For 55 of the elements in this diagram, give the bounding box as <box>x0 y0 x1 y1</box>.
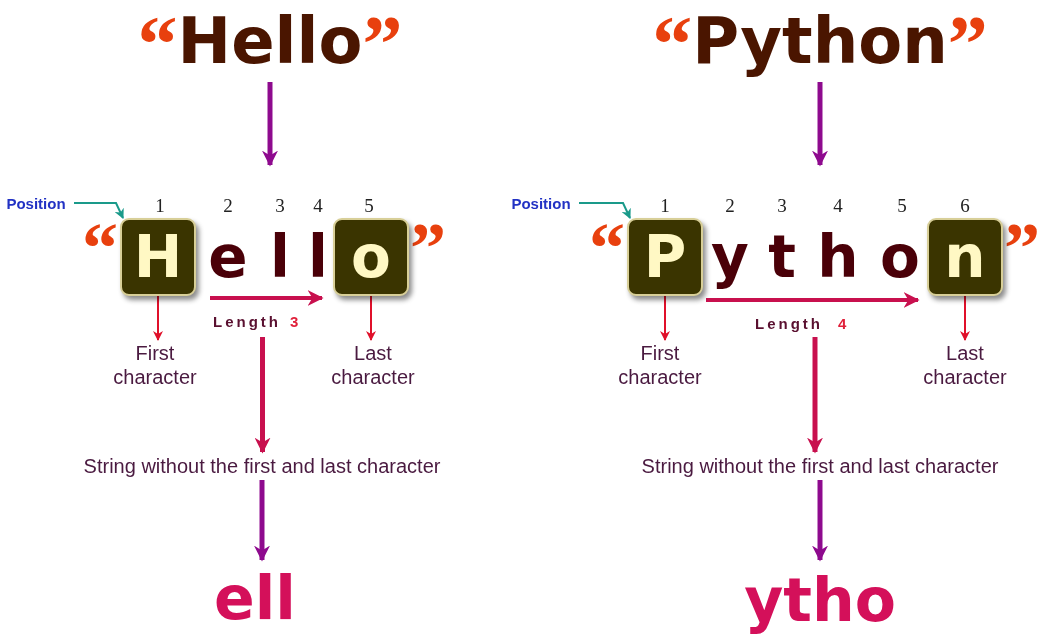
highlighted-letter: P <box>627 218 703 296</box>
quote-mark: “ <box>82 212 118 284</box>
letter: t <box>768 228 796 286</box>
position-label: Position <box>511 194 571 212</box>
quote-mark: ” <box>362 4 403 84</box>
arrow <box>807 337 823 454</box>
position-number: 2 <box>725 196 735 215</box>
quote-mark: ” <box>1004 212 1040 284</box>
description: String without the first and last character <box>83 454 441 478</box>
position-number: 4 <box>313 196 323 215</box>
position-number: 5 <box>364 196 374 215</box>
arrow <box>254 480 270 562</box>
letter: l <box>308 228 328 286</box>
description: String without the first and last character <box>641 454 999 478</box>
position-number: 1 <box>155 196 165 215</box>
result-text: ell <box>214 567 296 628</box>
arrow <box>262 82 278 167</box>
arrow <box>812 82 828 167</box>
length-value: 3 <box>290 314 299 329</box>
quote-mark: “ <box>652 4 693 84</box>
quote-mark: “ <box>589 212 625 284</box>
position-number: 3 <box>777 196 787 215</box>
highlighted-letter: n <box>927 218 1003 296</box>
position-number: 4 <box>833 196 843 215</box>
highlighted-letter: o <box>333 218 409 296</box>
position-number: 1 <box>660 196 670 215</box>
letter: e <box>208 228 248 286</box>
label-text: First character <box>112 341 198 389</box>
quote-mark: ” <box>947 4 988 84</box>
arrow <box>660 295 670 341</box>
arrow <box>254 337 271 454</box>
arrow <box>812 480 828 562</box>
length-value: 4 <box>838 316 847 331</box>
arrow <box>153 295 163 341</box>
length-label: Length <box>213 314 281 329</box>
position-number: 2 <box>223 196 233 215</box>
length-label: Length <box>755 316 823 331</box>
label-text: Last character <box>922 341 1008 389</box>
arrow <box>73 202 124 219</box>
arrow <box>578 202 631 219</box>
position-number: 5 <box>897 196 907 215</box>
letter: o <box>880 228 920 286</box>
letter: l <box>270 228 290 286</box>
highlighted-letter: H <box>120 218 196 296</box>
arrow <box>960 295 970 341</box>
label-text: Last character <box>330 341 416 389</box>
arrow <box>366 295 376 341</box>
position-number: 6 <box>960 196 970 215</box>
quote-mark: “ <box>137 4 178 84</box>
label-text: First character <box>617 341 703 389</box>
word: Hello <box>177 9 363 73</box>
position-label: Position <box>6 194 66 212</box>
letter: h <box>817 228 859 286</box>
position-number: 3 <box>275 196 285 215</box>
quote-mark: ” <box>410 212 446 284</box>
